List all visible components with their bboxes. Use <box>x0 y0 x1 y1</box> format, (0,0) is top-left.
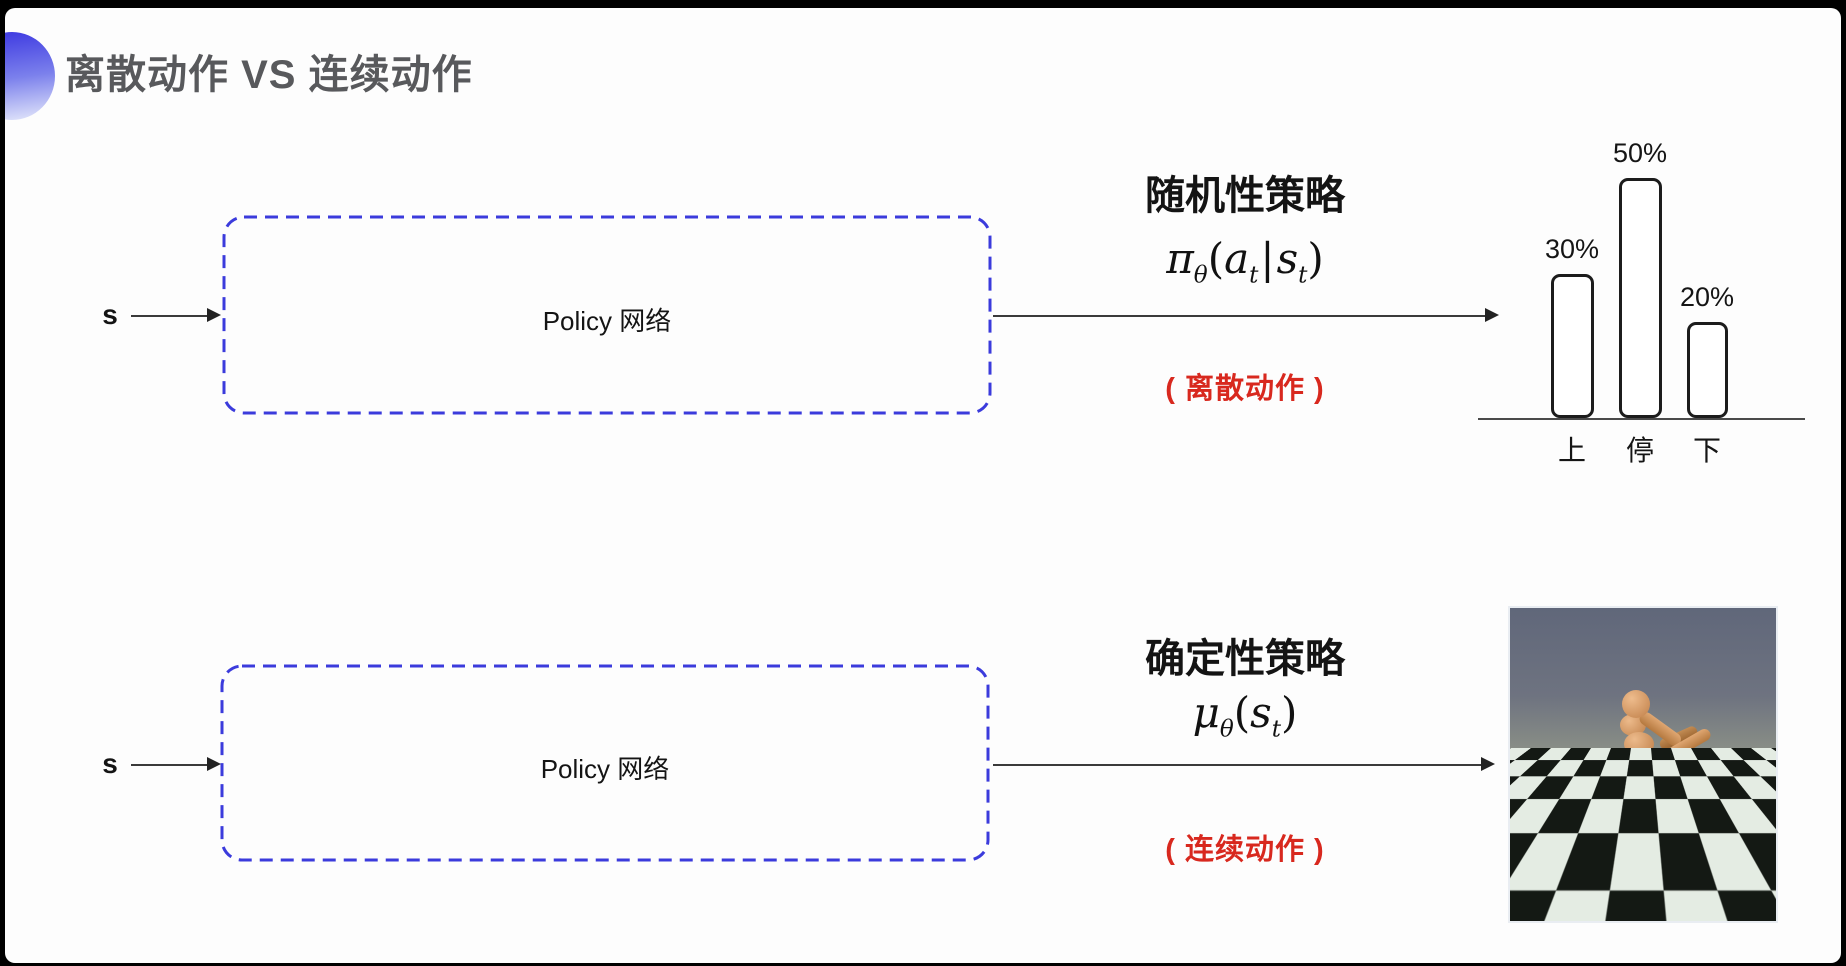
policy-network-label-top: Policy 网络 <box>222 301 992 338</box>
x-axis-line <box>1478 418 1805 420</box>
bar-group-stop: 50% <box>1608 113 1672 418</box>
state-symbol: s <box>1250 688 1272 737</box>
discrete-action-note: ( 离散动作 ) <box>1045 365 1445 407</box>
x-tick-label-stop: 停 <box>1608 429 1672 469</box>
bar <box>1619 178 1662 418</box>
state-symbol: s <box>1277 234 1299 283</box>
slide-content: 离散动作 VS 连续动作 s Policy 网络 随机性策略 πθ(at|st)… <box>5 8 1841 963</box>
output-arrow-top <box>993 315 1487 317</box>
input-arrowhead-bottom <box>207 757 221 771</box>
input-arrowhead-top <box>207 308 221 322</box>
bar <box>1551 274 1594 418</box>
robot-head <box>1622 690 1650 718</box>
pi-symbol: π <box>1166 234 1194 283</box>
robot-chest <box>1624 732 1654 756</box>
open-paren: ( <box>1208 234 1224 283</box>
bar-group-down: 20% <box>1675 113 1739 418</box>
continuous-action-note: ( 连续动作 ) <box>1045 826 1445 868</box>
mu-symbol: μ <box>1193 688 1220 737</box>
humanoid-simulation-image <box>1508 606 1778 923</box>
theta-subscript: θ <box>1194 262 1208 288</box>
robot-thigh <box>1635 777 1655 826</box>
bullet-crescent-icon <box>5 32 55 120</box>
t-subscript: t <box>1272 716 1281 742</box>
x-tick-label-up: 上 <box>1540 429 1604 469</box>
output-arrow-bottom <box>993 764 1483 766</box>
stochastic-policy-formula: πθ(at|st) <box>1045 234 1445 288</box>
x-tick-label-down: 下 <box>1675 429 1739 469</box>
action-probability-chart: 30% 50% 20% 上 停 下 <box>1478 113 1808 473</box>
deterministic-policy-formula: μθ(st) <box>1045 688 1445 742</box>
close-paren: ) <box>1307 234 1323 283</box>
bar-value-label: 50% <box>1613 138 1667 169</box>
theta-subscript: θ <box>1220 716 1234 742</box>
action-symbol: a <box>1224 234 1249 283</box>
floor-glow <box>1553 877 1681 917</box>
robot-knee-joint <box>1638 846 1656 864</box>
open-paren: ( <box>1234 688 1250 737</box>
bar-value-label: 20% <box>1680 282 1734 313</box>
close-paren: ) <box>1281 688 1297 737</box>
stochastic-policy-title: 随机性策略 <box>1045 163 1445 221</box>
input-arrow-top <box>131 315 209 317</box>
state-input-label-bottom: s <box>95 748 125 780</box>
bar-value-label: 30% <box>1545 234 1599 265</box>
policy-network-box-bottom: Policy 网络 <box>220 664 990 862</box>
input-arrow-bottom <box>131 764 209 766</box>
bar <box>1687 322 1728 418</box>
policy-network-label-bottom: Policy 网络 <box>220 749 990 786</box>
deterministic-policy-title: 确定性策略 <box>1045 626 1445 684</box>
page-title: 离散动作 VS 连续动作 <box>65 42 473 100</box>
state-input-label-top: s <box>95 299 125 331</box>
output-arrowhead-bottom <box>1481 757 1495 771</box>
conditional-bar: | <box>1258 234 1276 283</box>
bar-group-up: 30% <box>1540 113 1604 418</box>
policy-network-box-top: Policy 网络 <box>222 215 992 415</box>
